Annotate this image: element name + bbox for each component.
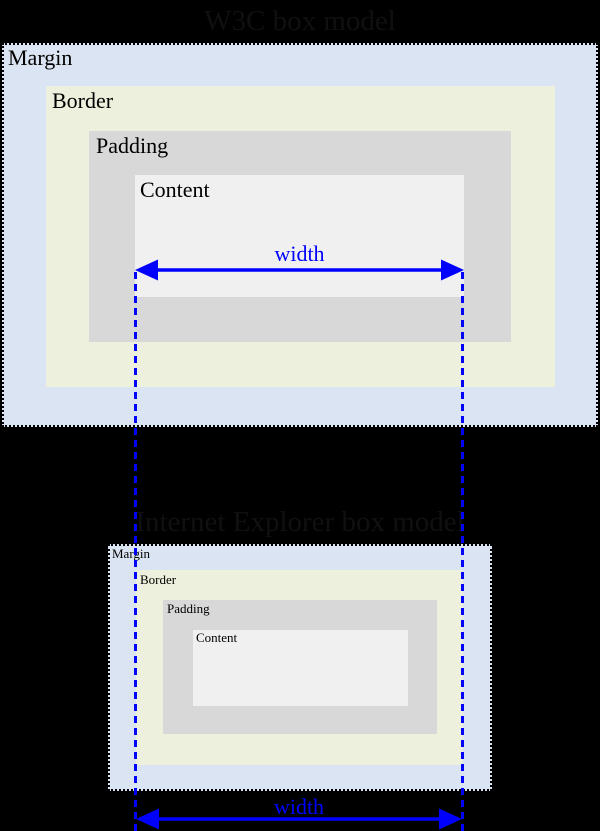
top-margin-label: Margin	[8, 45, 73, 70]
top-width-label: width	[274, 241, 325, 266]
bottom-border-label: Border	[140, 572, 177, 587]
bottom-width-label: width	[273, 794, 325, 819]
bottom-margin-label: Margin	[112, 546, 151, 561]
bottom-padding-label: Padding	[167, 601, 210, 616]
top-padding-label: Padding	[96, 133, 169, 158]
top-content-label: Content	[140, 177, 210, 202]
bottom-content-label: Content	[196, 630, 238, 645]
top-content-box	[135, 175, 464, 297]
top-border-label: Border	[52, 88, 114, 113]
bottom-content-box	[193, 630, 408, 706]
top-diagram-title: W3C box model	[204, 5, 396, 37]
bottom-diagram-title: Internet Explorer box model	[135, 506, 465, 538]
